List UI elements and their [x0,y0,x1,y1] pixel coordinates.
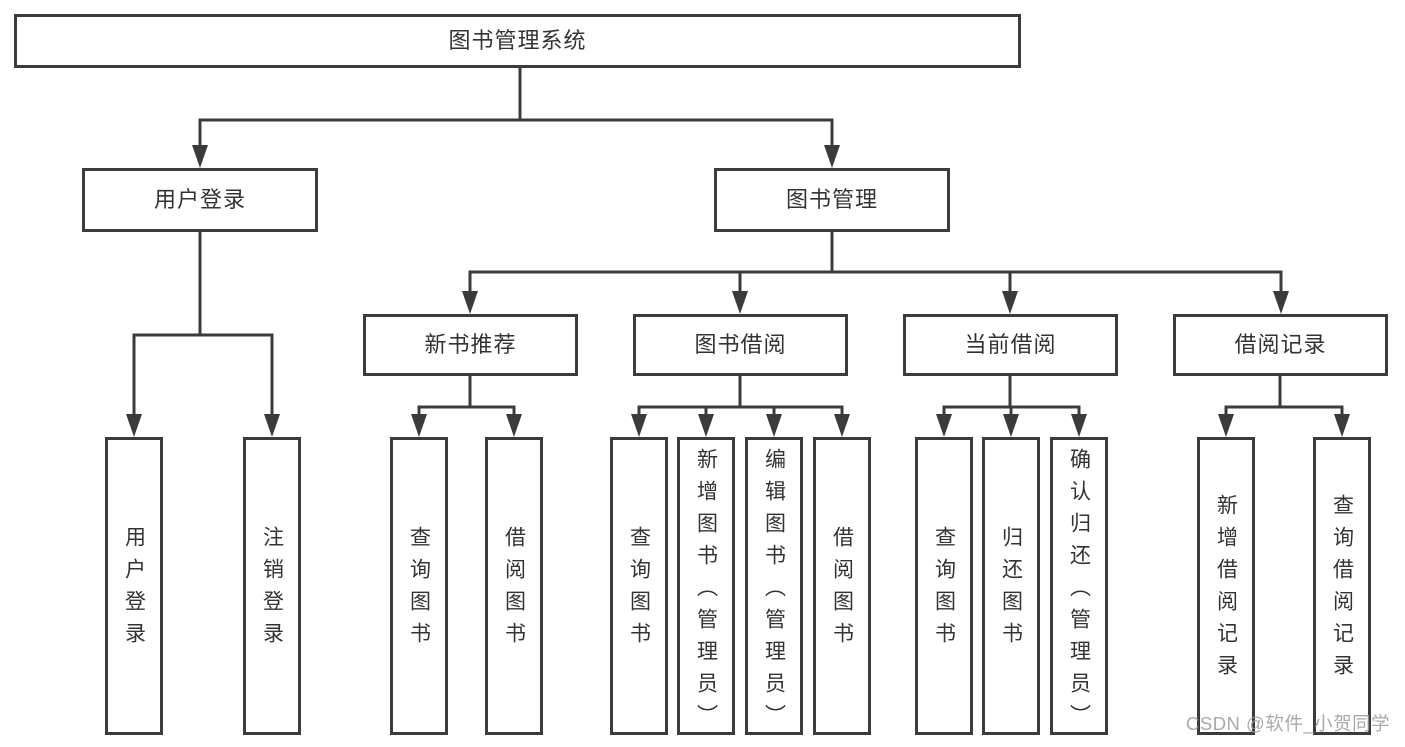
node-book-management: 图书管理 [714,168,950,232]
leaf-edit-books-admin: 编辑图书（管理员） [745,437,803,736]
arrowhead-icon [631,414,647,437]
connector-root-to-level2 [192,65,840,168]
edge-line [637,374,844,420]
leaf-query-books-current: 查询图书 [915,437,973,735]
csdn-watermark: CSDN @软件_小贺同学 [1186,713,1391,734]
connector-new-book-to-leaves [411,374,522,437]
edge-line [1224,374,1344,420]
edge-line [942,374,1081,420]
arrowhead-icon [462,291,478,314]
arrowhead-icon [264,414,280,437]
leaf-query-books-recommend: 查询图书 [390,437,448,735]
edge-line [198,65,834,152]
arrowhead-icon [126,414,142,437]
connector-user-login-to-leaves [126,230,280,437]
node-borrow-record: 借阅记录 [1173,314,1388,376]
arrowhead-icon [1003,414,1019,437]
arrowhead-icon [936,414,952,437]
arrowhead-icon [411,414,427,437]
arrowhead-icon [834,414,850,437]
edge-line [468,230,1283,298]
leaf-confirm-return-admin: 确认归还（管理员） [1050,437,1108,736]
leaf-query-books-borrow: 查询图书 [610,437,668,735]
arrowhead-icon [1218,414,1234,437]
leaf-add-books-admin: 新增图书（管理员） [677,437,735,736]
arrowhead-icon [1334,414,1350,437]
connector-borrow-record-to-leaves [1218,374,1350,437]
connector-book-mgmt-to-level3 [462,230,1289,314]
arrowhead-icon [732,291,748,314]
connector-book-borrow-to-leaves [631,374,850,437]
leaf-return-books: 归还图书 [982,437,1040,735]
node-user-login: 用户登录 [82,168,318,232]
node-current-borrow: 当前借阅 [903,314,1118,376]
leaf-user-login: 用户登录 [105,437,163,735]
arrowhead-icon [1002,291,1018,314]
node-system-title: 图书管理系统 [14,14,1021,68]
leaf-borrow-books-recommend: 借阅图书 [485,437,543,735]
leaf-borrow-books: 借阅图书 [813,437,871,735]
node-book-borrow: 图书借阅 [633,314,848,376]
node-new-book-recommend: 新书推荐 [363,314,578,376]
arrowhead-icon [1273,291,1289,314]
edge-line [417,374,516,420]
edge-line [132,230,274,420]
leaf-query-borrow-record: 查询借阅记录 [1313,437,1371,735]
connector-current-borrow-to-leaves [936,374,1087,437]
arrowhead-icon [766,414,782,437]
leaf-add-borrow-record: 新增借阅记录 [1197,437,1255,735]
arrowhead-icon [1071,414,1087,437]
arrowhead-icon [192,145,208,168]
arrowhead-icon [698,414,714,437]
leaf-logout: 注销登录 [243,437,301,735]
arrowhead-icon [824,145,840,168]
arrowhead-icon [506,414,522,437]
